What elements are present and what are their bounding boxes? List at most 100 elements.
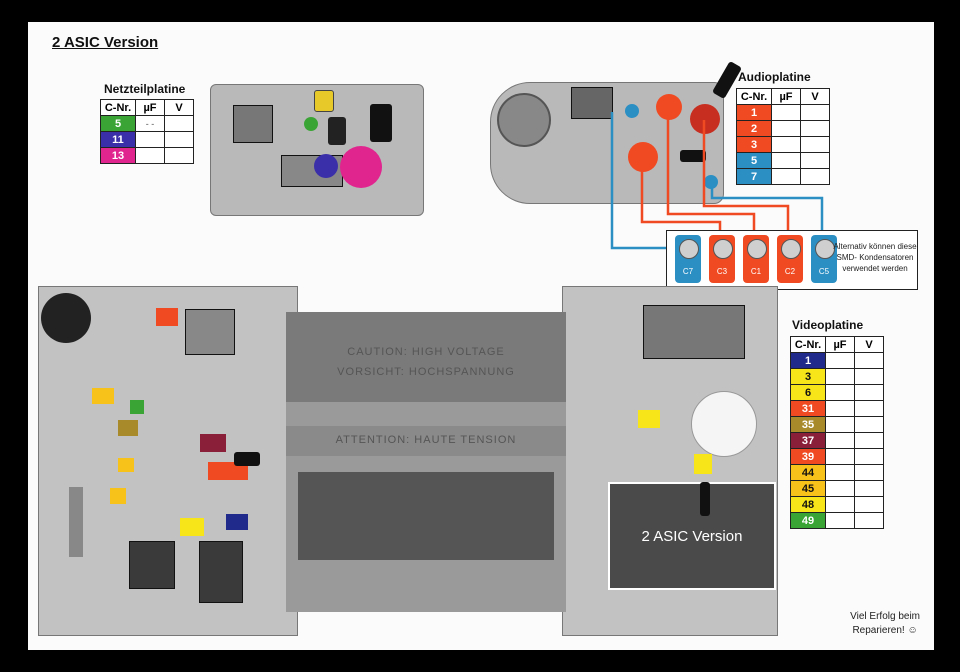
smd-capacitor-label: C3 <box>716 267 728 276</box>
capacitor-top-icon <box>747 239 767 259</box>
cap-v <box>854 512 884 529</box>
audio-board <box>490 82 724 204</box>
main-board-left <box>38 286 298 636</box>
cap-number: 39 <box>790 448 826 465</box>
capacitor-top-icon <box>781 239 801 259</box>
wire-c3 <box>640 158 722 240</box>
cap-v <box>854 432 884 449</box>
cap-v <box>854 496 884 513</box>
cap-number: 44 <box>790 464 826 481</box>
table-row: 5 <box>736 152 830 169</box>
smd-capacitor-label: C2 <box>784 267 796 276</box>
col-header: C-Nr. <box>736 88 772 105</box>
cap-uf <box>825 384 855 401</box>
video-table: C-Nr. µF V 1 3 6 31 35 37 39 44 45 48 49 <box>790 336 884 529</box>
smd-capacitor-label: C1 <box>750 267 762 276</box>
marker-audio-c5 <box>704 175 718 189</box>
marker-video-c3 <box>180 518 204 536</box>
cap-uf <box>825 512 855 529</box>
round-component <box>691 391 757 457</box>
marker-video-c6 <box>638 410 660 428</box>
transformer <box>233 105 273 143</box>
cap-v <box>800 168 830 185</box>
capacitor-top-icon <box>713 239 733 259</box>
smd-capacitor: C3 <box>709 235 735 283</box>
wire-c5 <box>710 184 824 240</box>
cap-uf <box>825 368 855 385</box>
video-title: Videoplatine <box>792 318 864 332</box>
netzteil-table: C-Nr. µF V 5 - - 11 13 <box>100 99 194 164</box>
table-row: 1 <box>790 352 884 369</box>
asic-box: 2 ASIC Version <box>608 482 776 590</box>
cap-number: 37 <box>790 432 826 449</box>
smd-note: Alternativ können diese SMD- Kondensator… <box>833 242 917 273</box>
marker-c11 <box>314 154 338 178</box>
table-row: 11 <box>100 131 194 148</box>
table-row: 48 <box>790 496 884 513</box>
inverter-strip: ATTENTION: HAUTE TENSION <box>286 426 566 456</box>
footer-line-1: Viel Erfolg beim <box>850 611 920 622</box>
col-header: C-Nr. <box>790 336 826 353</box>
cap-uf <box>825 352 855 369</box>
capacitor-black <box>328 117 346 145</box>
cap-v <box>854 368 884 385</box>
marker-video-c37 <box>200 434 226 452</box>
table-row: 44 <box>790 464 884 481</box>
table-row: 45 <box>790 480 884 497</box>
cap-uf <box>825 496 855 513</box>
capacitor-black <box>700 482 710 516</box>
table-row: 37 <box>790 432 884 449</box>
transformer <box>185 309 235 355</box>
cap-number: 13 <box>100 147 136 164</box>
table-row: 35 <box>790 416 884 433</box>
cap-number: 11 <box>100 131 136 148</box>
cap-v <box>854 352 884 369</box>
smd-capacitor: C2 <box>777 235 803 283</box>
asic-label: 2 ASIC Version <box>641 528 743 545</box>
cap-number: 6 <box>790 384 826 401</box>
table-row: 7 <box>736 168 830 185</box>
marker-audio-c7 <box>625 104 639 118</box>
marker-video-c3b <box>694 454 712 474</box>
marker-video-c31 <box>208 462 248 480</box>
cap-uf <box>825 480 855 497</box>
cap-number: 49 <box>790 512 826 529</box>
cap-uf <box>825 400 855 417</box>
cap-number: 1 <box>790 352 826 369</box>
cap-v <box>854 448 884 465</box>
marker-video-c39 <box>156 308 178 326</box>
col-header: C-Nr. <box>100 99 136 116</box>
smd-capacitor: C7 <box>675 235 701 283</box>
cap-number: 3 <box>790 368 826 385</box>
cap-v <box>854 400 884 417</box>
table-row: 3 <box>790 368 884 385</box>
wire-c2 <box>702 120 790 240</box>
marker-c13 <box>340 146 382 188</box>
table-row: 39 <box>790 448 884 465</box>
marker-video-c48 <box>110 488 126 504</box>
marker-video-c35 <box>118 420 138 436</box>
audio-table: C-Nr. µF V 1 2 3 5 7 <box>736 88 830 185</box>
ic-chip <box>129 541 175 589</box>
cap-v <box>854 416 884 433</box>
cap-uf <box>825 416 855 433</box>
marker-c5 <box>304 117 318 131</box>
cap-number: 31 <box>790 400 826 417</box>
lcd-connector <box>298 472 554 560</box>
marker-video-c49 <box>130 400 144 414</box>
marker-video-c1 <box>226 514 248 530</box>
table-row: 49 <box>790 512 884 529</box>
headphone-jack <box>571 87 613 119</box>
page-title: 2 ASIC Version <box>52 34 159 51</box>
pcb-vorsicht-text: VORSICHT: HOCHSPANNUNG <box>337 366 515 378</box>
cap-v <box>854 464 884 481</box>
pcb-attention-text: ATTENTION: HAUTE TENSION <box>335 434 517 446</box>
pcb-caution-text: CAUTION: HIGH VOLTAGE <box>347 346 505 358</box>
marker-video-c45 <box>118 458 134 472</box>
capacitor-top-icon <box>679 239 699 259</box>
lcd-backlight-area: CAUTION: HIGH VOLTAGE VORSICHT: HOCHSPAN… <box>286 312 566 612</box>
smd-capacitor: C5 <box>811 235 837 283</box>
col-header: V <box>854 336 884 353</box>
table-row: 13 <box>100 147 194 164</box>
